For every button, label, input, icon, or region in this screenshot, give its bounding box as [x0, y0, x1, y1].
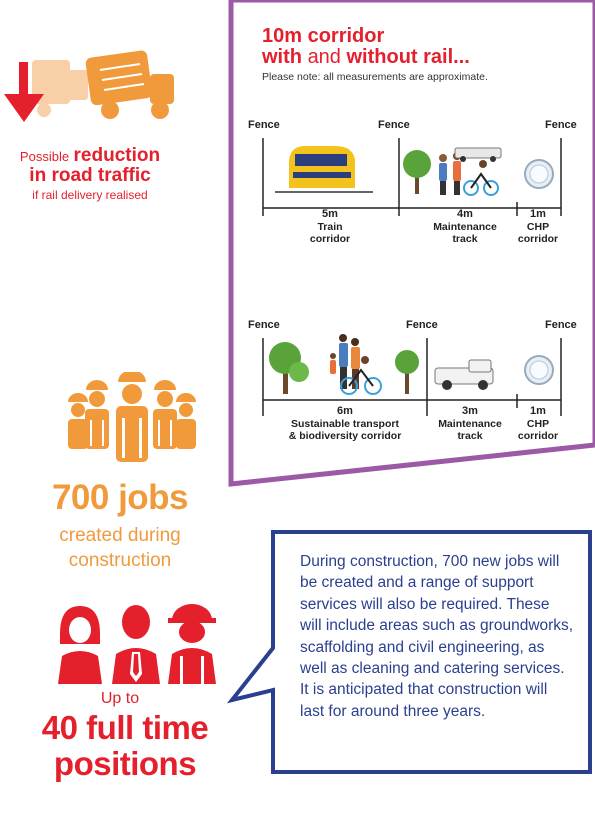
panel-note: Please note: all measurements are approx…: [262, 71, 488, 83]
fence-label: Fence: [545, 119, 577, 131]
pickup-truck-icon: [434, 359, 494, 390]
maintenance-track-label-2: track: [457, 429, 483, 442]
corridor-panel-frame: [228, 0, 595, 487]
without-rail-diagram: [262, 334, 562, 416]
fulltime-headline-1: 40 full time: [41, 709, 209, 746]
jobs-headline: 700 jobs: [51, 478, 189, 517]
sustainable-corridor-width: 6m: [337, 405, 353, 417]
maintenance-track-label-1: Maintenance: [438, 417, 502, 430]
train-corridor-width: 5m: [322, 208, 338, 220]
traffic-prefix: Possible: [19, 149, 70, 164]
jobs-sub-1: created during: [59, 525, 181, 546]
jobs-sub-2: construction: [68, 549, 172, 571]
jobs-sub: created during construction: [40, 524, 200, 573]
train-corridor-measure: 5m Train corridor: [300, 208, 360, 245]
fulltime-headline: 40 full time positions: [20, 709, 230, 783]
cyclist-icon: [463, 160, 499, 196]
chp-corridor-measure: 1m CHP corridor: [508, 208, 568, 245]
fulltime-headline-2: positions: [53, 745, 197, 783]
chp-corridor-label-1: CHP: [526, 417, 550, 430]
panel-title-without: without rail...: [346, 46, 470, 68]
maintenance-track-label: Maintenance track: [433, 220, 497, 245]
train-icon: [275, 146, 373, 193]
chp-pipe-icon: [524, 355, 554, 385]
with-rail-diagram: [262, 138, 562, 216]
chp-pipe-icon: [524, 159, 554, 189]
construction-description: During construction, 700 new jobs will b…: [300, 553, 574, 720]
chp-corridor-width: 1m: [530, 208, 546, 220]
fence-label: Fence: [545, 319, 577, 331]
fence-label: Fence: [406, 319, 438, 331]
fence-label: Fence: [248, 319, 280, 331]
pickup-truck-icon: [454, 147, 502, 162]
sustainable-corridor-label-2: & biodiversity corridor: [288, 429, 402, 442]
maintenance-track-measure: 3m Maintenance track: [430, 405, 510, 442]
tree-icon: [269, 342, 419, 394]
chp-corridor-width: 1m: [530, 405, 546, 417]
cyclist-icon: [340, 356, 382, 395]
traffic-headline-2: in road traffic: [29, 164, 151, 186]
fence-label: Fence: [378, 119, 410, 131]
chp-corridor-measure: 1m CHP corridor: [508, 405, 568, 442]
traffic-sub: if rail delivery realised: [32, 187, 148, 202]
panel-title: 10m corridor with and without rail...: [262, 26, 470, 68]
maintenance-track-width: 4m: [457, 208, 473, 220]
traffic-headline-1: reduction: [73, 145, 161, 166]
fence-label: Fence: [248, 119, 280, 131]
construction-workers-icon: [68, 372, 196, 462]
panel-title-and: and: [307, 46, 341, 68]
chp-corridor-label-2: corridor: [517, 429, 559, 442]
tree-icon: [403, 150, 431, 194]
fulltime-workers-icon: [58, 604, 216, 684]
maintenance-track-width: 3m: [462, 405, 478, 417]
panel-title-line-1: 10m corridor: [262, 25, 385, 47]
truck-reduction-icon: [4, 50, 174, 122]
maintenance-track-measure: 4m Maintenance track: [430, 208, 500, 245]
sustainable-corridor-measure: 6m Sustainable transport & biodiversity …: [270, 405, 420, 442]
traffic-reduction-text: Possible reduction in road traffic if ra…: [0, 146, 180, 201]
chp-corridor-label: CHP corridor: [517, 220, 559, 245]
fulltime-prefix: Up to: [100, 690, 140, 707]
sustainable-corridor-label-1: Sustainable transport: [291, 417, 399, 430]
train-corridor-label: Train corridor: [309, 220, 351, 245]
panel-title-with: with: [262, 46, 302, 68]
